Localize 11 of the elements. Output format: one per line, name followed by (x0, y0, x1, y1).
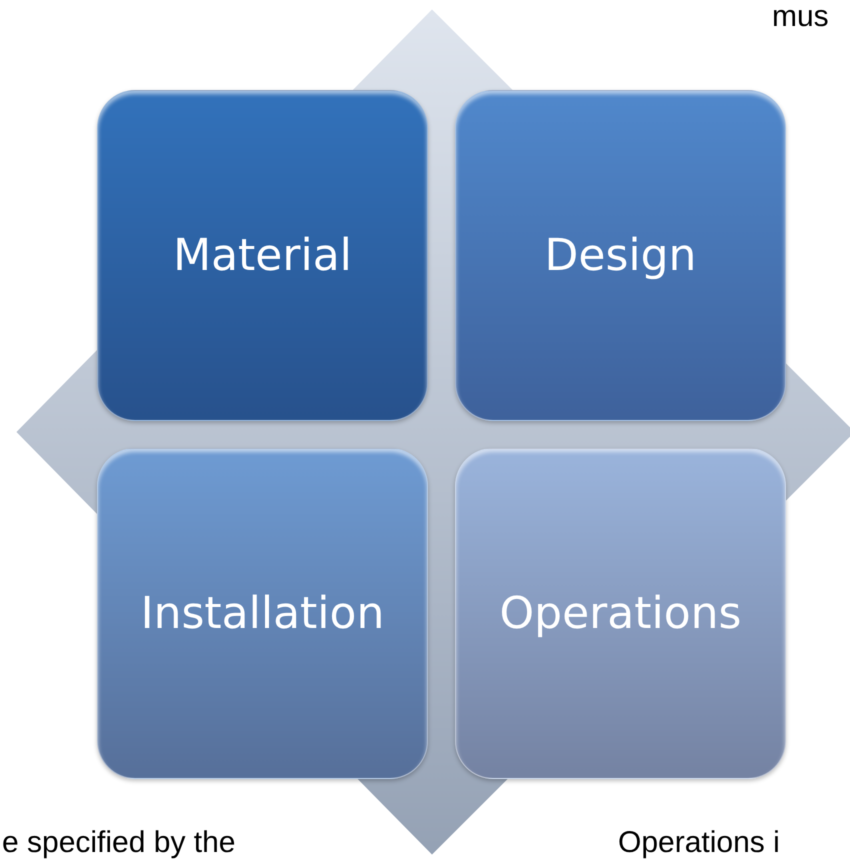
node-label: Operations (500, 588, 742, 639)
text-fragment: e specified by the (2, 828, 236, 858)
text-fragment: Operations i (618, 828, 780, 858)
node-label: Design (544, 230, 696, 281)
rounded-square (455, 90, 786, 421)
text-fragment: mus (772, 2, 829, 32)
rounded-square (97, 90, 428, 421)
node-label: Installation (140, 588, 384, 639)
rounded-square (97, 448, 428, 779)
rounded-square (455, 448, 786, 779)
node-label: Material (173, 230, 352, 281)
